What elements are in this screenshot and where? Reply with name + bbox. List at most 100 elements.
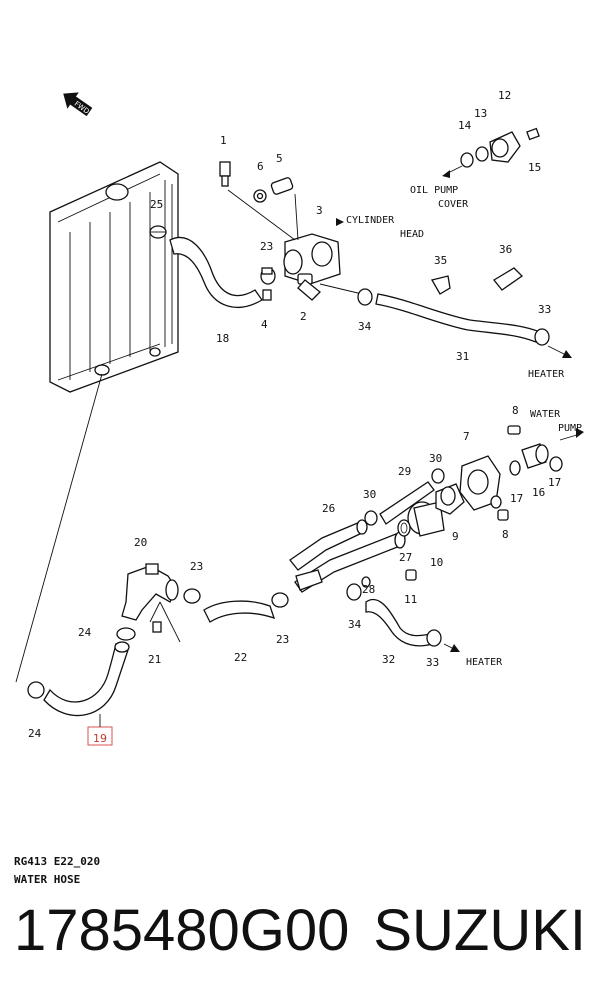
brand-name: SUZUKI — [373, 897, 586, 963]
callout-22: 22 — [234, 651, 247, 664]
label-water-pump: PUMP — [558, 423, 582, 434]
clamp-34-top — [357, 288, 373, 306]
clamp-30-right — [431, 468, 445, 484]
fwd-arrow-icon: FWD — [63, 92, 93, 117]
water-inlet-7 — [459, 455, 502, 511]
label-water: WATER — [530, 409, 561, 420]
clamp-24-upper — [116, 627, 136, 641]
arrow-to-cylinder-head-icon — [336, 218, 344, 226]
pipe-26 — [289, 519, 406, 593]
part-number: 1785480G00 — [14, 897, 350, 963]
callout-18: 18 — [216, 332, 229, 345]
callout-17a: 17 — [510, 492, 523, 505]
callout-34a: 34 — [358, 320, 372, 333]
hose-22 — [203, 600, 276, 623]
label-heater-top: HEATER — [528, 369, 565, 380]
callout-9: 9 — [452, 530, 459, 543]
callout-15: 15 — [528, 161, 541, 174]
callout-26: 26 — [322, 502, 335, 515]
callout-34b: 34 — [348, 618, 362, 631]
pipe-2 — [297, 279, 321, 301]
clip-36 — [493, 267, 524, 291]
callout-12: 12 — [498, 89, 511, 102]
callout-28: 28 — [362, 583, 375, 596]
hose-32 — [365, 599, 433, 647]
housing-9 — [435, 483, 465, 515]
nut-6 — [253, 189, 267, 203]
clamp-33-bottom — [426, 629, 442, 647]
callout-36: 36 — [499, 243, 512, 256]
callout-24a: 24 — [78, 626, 92, 639]
callout-33b: 33 — [426, 656, 439, 669]
callout-21: 21 — [148, 653, 161, 666]
hose-29 — [379, 481, 435, 525]
callout-23c: 23 — [276, 633, 289, 646]
ring-17-left — [509, 460, 521, 476]
callout-13: 13 — [474, 107, 487, 120]
callout-14: 14 — [458, 119, 472, 132]
hose-18 — [169, 237, 263, 308]
radiator — [49, 161, 179, 393]
callout-8a: 8 — [512, 404, 519, 417]
callout-24b: 24 — [28, 727, 42, 740]
callout-7: 7 — [463, 430, 470, 443]
bolt-11 — [405, 569, 417, 581]
diagram-title: WATER HOSE — [14, 873, 80, 886]
callout-19-highlighted: 19 — [93, 732, 107, 745]
ring-17-right — [549, 456, 563, 472]
callout-35: 35 — [434, 254, 447, 267]
arrow-to-water-pump-icon — [559, 428, 584, 441]
arrow-to-heater-bottom-icon — [443, 643, 460, 652]
product-footer: 1785480G00 SUZUKI — [0, 880, 600, 980]
clamp-28 — [361, 576, 371, 588]
label-oil-pump: OIL PUMP — [410, 185, 458, 196]
bolt-8-bottom — [497, 509, 509, 521]
callout-16: 16 — [532, 486, 545, 499]
thermostat-10 — [407, 501, 445, 537]
clamp-33-top — [534, 328, 550, 346]
callout-31: 31 — [456, 350, 469, 363]
hose-31 — [375, 293, 541, 343]
callout-27: 27 — [399, 551, 412, 564]
callout-11: 11 — [404, 593, 417, 606]
sensor-1 — [219, 161, 296, 241]
clamp-25 — [149, 225, 167, 239]
callout-33a: 33 — [538, 303, 551, 316]
callout-8b: 8 — [502, 528, 509, 541]
bolt-8-top — [507, 425, 521, 435]
callout-1: 1 — [220, 134, 227, 147]
callout-6: 6 — [257, 160, 264, 173]
callout-4: 4 — [261, 318, 268, 331]
fitting-16 — [521, 443, 549, 469]
pipe-20 — [121, 563, 179, 621]
label-heater-bottom: HEATER — [466, 657, 503, 668]
callout-30b: 30 — [429, 452, 442, 465]
clip-35 — [431, 275, 451, 295]
label-cylinder: CYLINDER — [346, 215, 395, 226]
clamp-34-bottom — [346, 583, 362, 601]
clamp-23-left — [183, 588, 201, 604]
diagram-code: RG413 E22_020 — [14, 855, 100, 868]
callout-23a: 23 — [260, 240, 273, 253]
callout-30a: 30 — [363, 488, 376, 501]
callout-17b: 17 — [548, 476, 561, 489]
callout-25: 25 — [150, 198, 163, 211]
clamp-23-mid — [271, 592, 289, 608]
thermostat-housing — [283, 233, 341, 285]
callout-5: 5 — [276, 152, 283, 165]
callout-20: 20 — [134, 536, 147, 549]
callout-10: 10 — [430, 556, 443, 569]
callout-3: 3 — [316, 204, 323, 217]
clamp-23-top — [260, 267, 276, 285]
clamp-30-left — [364, 510, 378, 526]
hose-19 — [43, 641, 130, 717]
callout-32: 32 — [382, 653, 395, 666]
label-cylinder-head: HEAD — [400, 229, 424, 240]
bolt-4 — [262, 289, 272, 301]
arrow-to-heater-top-icon — [547, 345, 572, 358]
oil-pump-parts — [442, 127, 540, 178]
callout-29: 29 — [398, 465, 411, 478]
clamp-24-lower — [27, 681, 45, 699]
bolt-5 — [270, 177, 299, 241]
